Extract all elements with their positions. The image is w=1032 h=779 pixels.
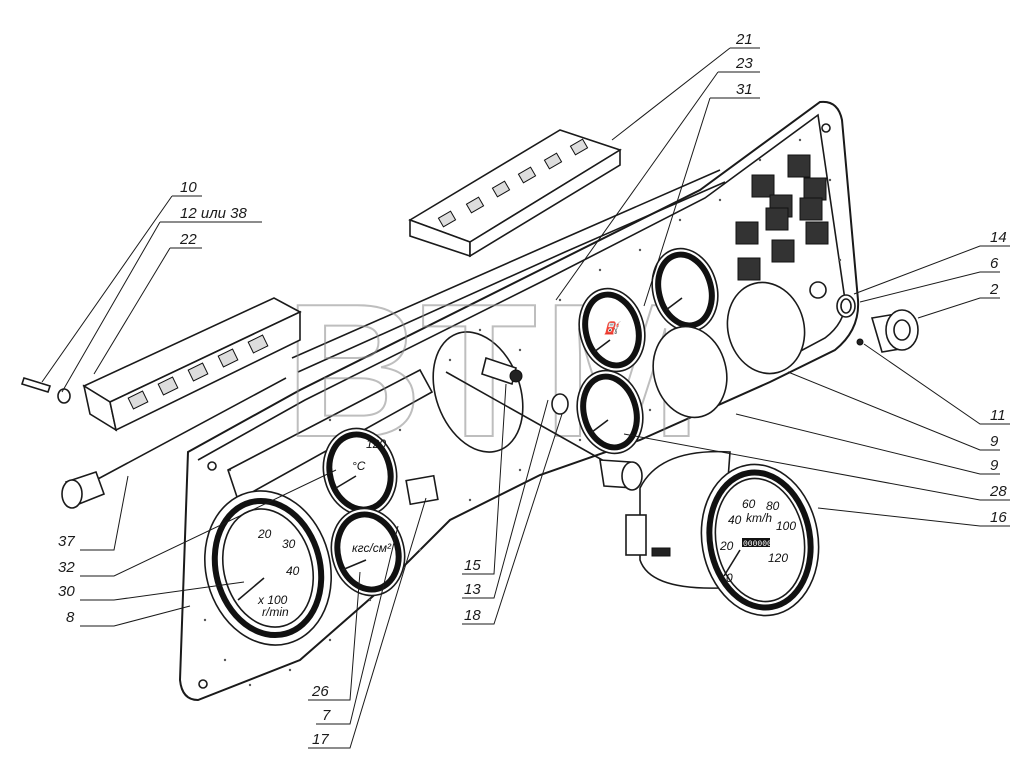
callout-28: 28 <box>989 483 1007 500</box>
callout-9-lower: 9 <box>990 457 999 474</box>
callout-32: 32 <box>58 559 75 576</box>
drive-cable <box>445 371 643 491</box>
speed-odometer: 000000 <box>743 540 772 549</box>
switch-block <box>735 154 829 299</box>
temp-unit: °C <box>352 459 366 473</box>
tach-tick-30: 30 <box>282 537 296 551</box>
fuel-gauge-glyph: ⛽ <box>604 321 621 335</box>
callout-26: 26 <box>311 683 329 700</box>
callout-17: 17 <box>312 731 329 748</box>
screw-and-washer <box>20 377 71 404</box>
callout-12-or-38: 12 или 38 <box>180 205 248 222</box>
callout-6: 6 <box>990 255 999 272</box>
speed-tick-80: 80 <box>766 499 780 513</box>
callout-8: 8 <box>66 609 75 626</box>
leader-lines <box>41 47 1010 749</box>
tachometer: 20 30 40 x 100 r/min <box>204 490 332 646</box>
temperature-gauge: °C 120 <box>322 427 398 517</box>
speed-tick-60: 60 <box>742 497 756 511</box>
pressure-unit: кгс/см² <box>352 541 392 555</box>
callout-7: 7 <box>322 707 331 724</box>
center-small-parts <box>481 356 569 415</box>
speedometer: 0 20 40 60 80 100 120 km/h 000000 <box>625 450 820 617</box>
callout-15: 15 <box>464 557 481 574</box>
callout-37: 37 <box>58 533 75 550</box>
tach-tick-40: 40 <box>286 564 300 578</box>
speed-tick-0: 0 <box>726 571 733 585</box>
callout-18: 18 <box>464 607 481 624</box>
callout-21: 21 <box>735 31 753 48</box>
callout-14: 14 <box>990 229 1007 246</box>
tach-scale: x 100 <box>257 593 288 607</box>
speed-tick-40: 40 <box>728 513 742 527</box>
callout-10: 10 <box>180 179 197 196</box>
callout-31: 31 <box>736 81 753 98</box>
speed-unit: km/h <box>746 511 772 525</box>
left-connector-block <box>82 297 302 432</box>
speed-tick-120: 120 <box>768 551 788 565</box>
callout-23: 23 <box>735 55 753 72</box>
temp-top: 120 <box>366 437 386 451</box>
callout-22: 22 <box>179 231 197 248</box>
tach-unit: r/min <box>262 605 289 619</box>
callout-30: 30 <box>58 583 75 600</box>
callout-16: 16 <box>990 509 1007 526</box>
callout-11: 11 <box>990 407 1006 424</box>
right-small-parts <box>836 294 919 353</box>
top-connector-block <box>408 129 622 258</box>
speed-tick-100: 100 <box>776 519 796 533</box>
center-gauges: ⛽ <box>576 247 806 455</box>
callout-labels: 21 23 31 10 12 или 38 22 14 6 2 11 9 9 2… <box>58 31 1007 748</box>
flexible-cable <box>61 377 287 509</box>
callout-9-upper: 9 <box>990 433 999 450</box>
speed-tick-20: 20 <box>719 539 734 553</box>
callout-13: 13 <box>464 581 481 598</box>
callout-2: 2 <box>989 281 999 298</box>
tach-tick-20: 20 <box>257 527 272 541</box>
